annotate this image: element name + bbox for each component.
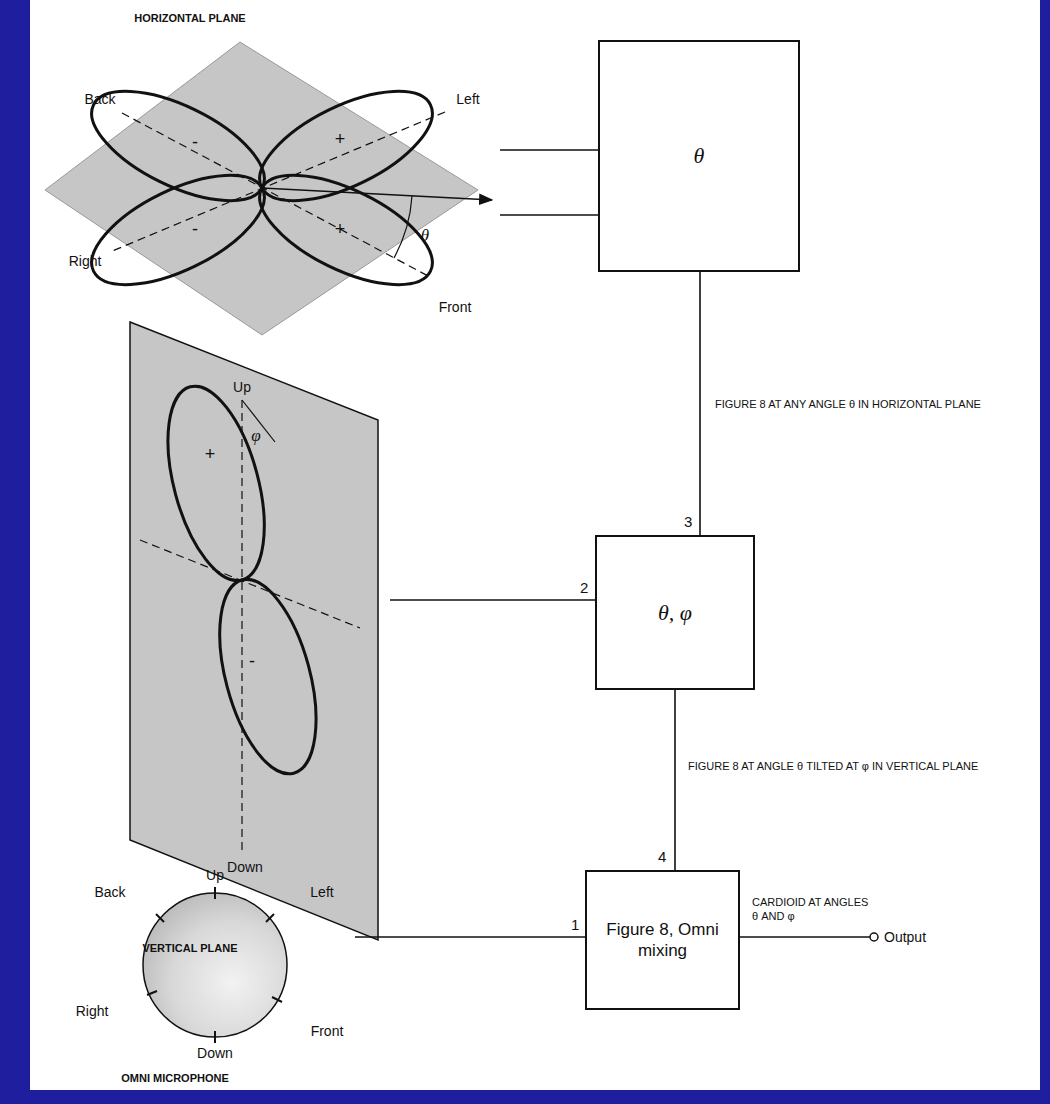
horizontal-plane-panel: HORIZONTAL PLANE Back LeftRightFront θ + + - -	[40, 5, 500, 345]
edge-label: FIGURE 8 AT ANY ANGLE θ IN HORIZONTAL PL…	[715, 398, 995, 412]
box-label: Figure 8, Omni mixing	[597, 919, 728, 962]
figure-label: Right	[76, 1004, 109, 1019]
output-wire	[740, 936, 870, 938]
figure-label: Up	[233, 380, 251, 395]
figure-label: Front	[439, 300, 472, 315]
figure-label: +	[335, 220, 346, 240]
connector-line	[674, 690, 676, 870]
figure-label: -	[192, 133, 198, 153]
figure-label: Front	[311, 1024, 344, 1039]
output-terminal	[870, 933, 878, 941]
figure-label: θ	[421, 227, 429, 246]
terminal-label: Output	[884, 929, 926, 947]
figure-label: Down	[227, 860, 263, 875]
port-number: 1	[571, 916, 579, 935]
figure-label: Back	[94, 885, 125, 900]
figure-label: -	[192, 220, 198, 240]
port-number: 2	[580, 579, 588, 598]
omni-microphone-figure	[143, 887, 287, 1043]
figure-label: Back	[84, 92, 115, 107]
edge-label: FIGURE 8 AT ANGLE θ TILTED AT φ IN VERTI…	[688, 760, 1008, 774]
figure-label: OMNI MICROPHONE	[121, 1072, 229, 1084]
output-label: CARDIOID AT ANGLES θ AND φ	[752, 896, 870, 924]
port-number: 3	[684, 513, 692, 532]
figure-label: +	[205, 445, 216, 465]
vertical-plane-panel: VERTICAL PLANEUpDownφ+-	[125, 315, 390, 960]
mixing-box: Figure 8, Omni mixing	[585, 870, 740, 1010]
figure-label: +	[335, 130, 346, 150]
omni-microphone-panel: OMNI MICROPHONEUpDownBackLeftRightFront	[55, 860, 355, 1090]
figure-label: Left	[456, 92, 479, 107]
figure-label: Right	[69, 254, 102, 269]
connector-line	[500, 214, 598, 216]
port-number: 4	[658, 848, 666, 867]
connector-line	[500, 149, 598, 151]
process-box: θ, φ	[595, 535, 755, 690]
figure-label: -	[249, 652, 255, 672]
figure-label: Up	[206, 868, 224, 883]
vertical-plane-figure	[130, 322, 378, 940]
figure-label: φ	[251, 427, 260, 446]
box-label: θ, φ	[658, 599, 692, 627]
figure-label: HORIZONTAL PLANE	[134, 12, 245, 24]
horizontal-plane-figure	[45, 42, 492, 335]
connector-line	[699, 272, 701, 535]
figure-label: Down	[197, 1046, 233, 1061]
figure-label: Left	[310, 885, 333, 900]
figure-label: VERTICAL PLANE	[142, 942, 237, 954]
connector-line	[390, 599, 595, 601]
connector-line	[355, 936, 585, 938]
box-label: θ	[694, 142, 705, 170]
process-box: θ	[598, 40, 800, 272]
